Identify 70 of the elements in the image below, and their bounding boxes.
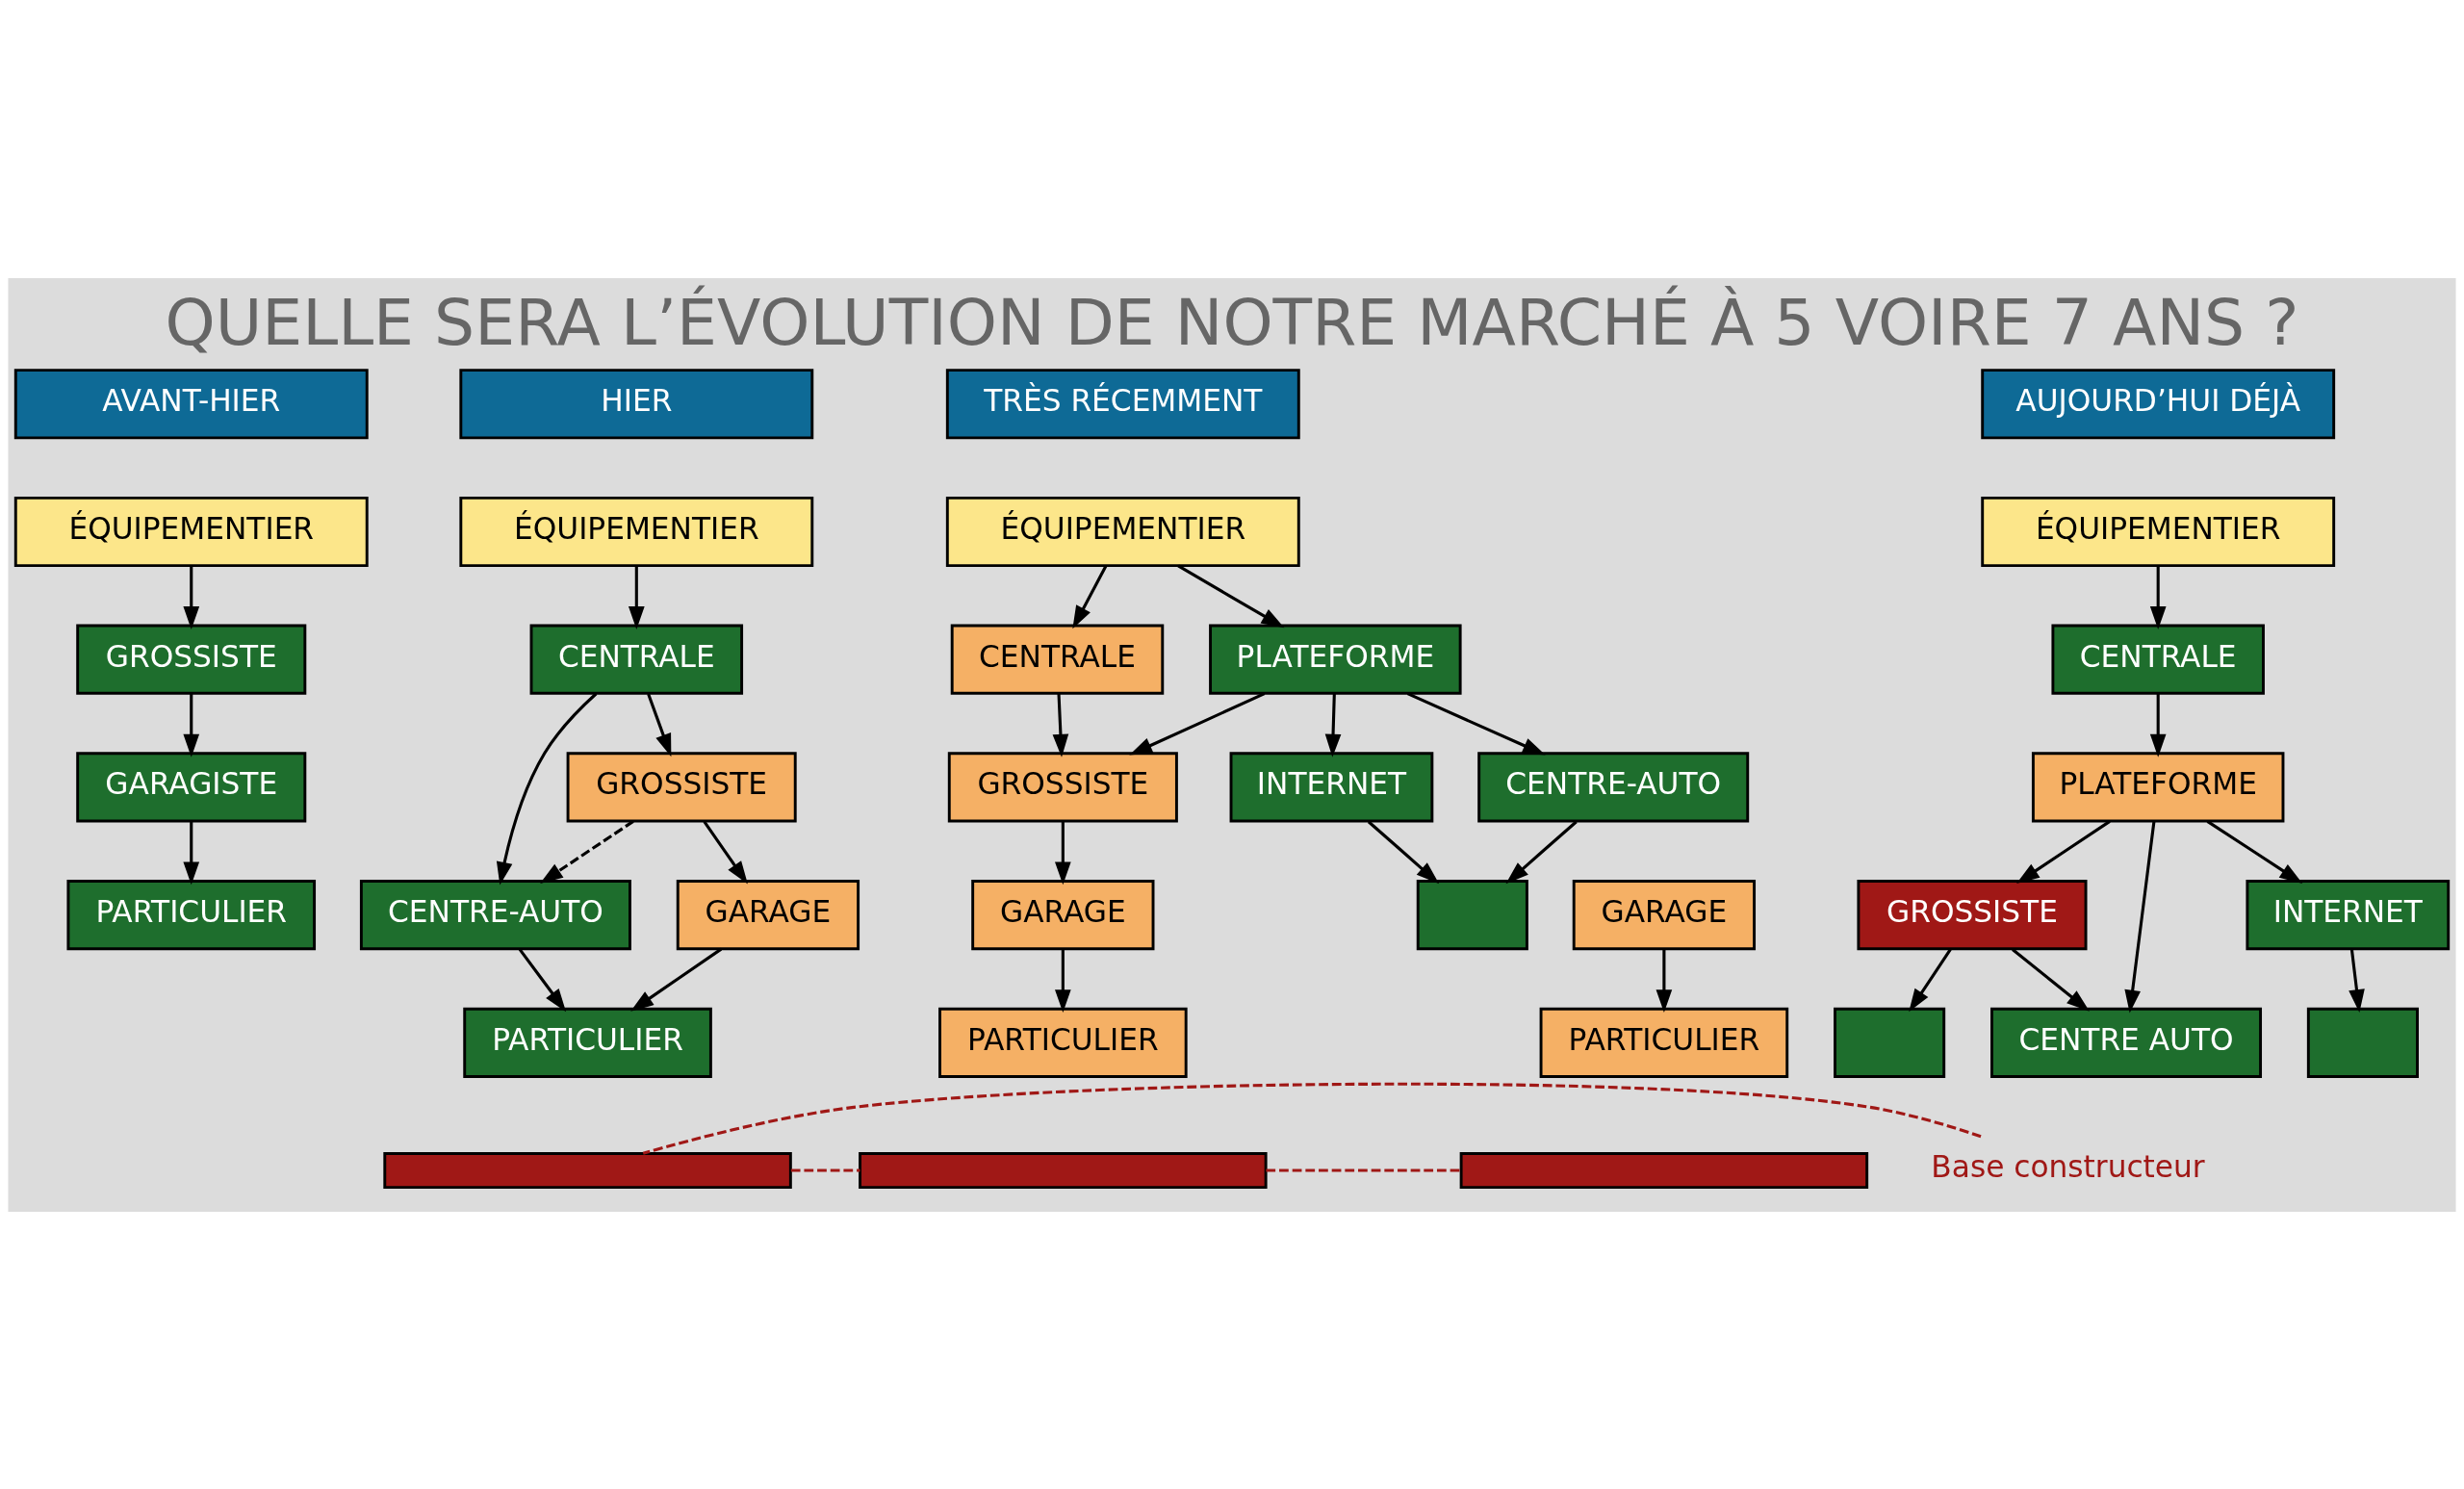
node-box: GROSSISTE	[76, 624, 307, 695]
node-box: CENTRE AUTO	[1990, 1007, 2263, 1078]
connector	[1266, 1168, 1462, 1172]
node-box: PLATEFORME	[1209, 624, 1462, 695]
node-box: CENTRALE	[2051, 624, 2265, 695]
node-box: GROSSISTE	[947, 751, 1178, 822]
node-box: CENTRALE	[950, 624, 1165, 695]
node-box: INTERNET	[1229, 751, 1434, 822]
arrow	[183, 693, 200, 757]
arrow	[703, 820, 748, 884]
node-box: CENTRE-AUTO	[1477, 751, 1750, 822]
node-box: GARAGE	[971, 879, 1155, 950]
arrow	[1656, 948, 1673, 1013]
arrow	[1406, 691, 1546, 756]
node-box: PARTICULIER	[463, 1007, 712, 1078]
node-box: HIER	[459, 368, 814, 439]
arrow	[1324, 693, 1342, 757]
node-box: AVANT-HIER	[13, 368, 369, 439]
node-box: AUJOURD’HUI DÉJÀ	[1981, 368, 2336, 439]
node-box: ÉQUIPEMENTIER	[459, 496, 814, 567]
arrow	[647, 692, 672, 757]
node-box: ÉQUIPEMENTIER	[945, 496, 1300, 567]
node-box	[2306, 1007, 2419, 1078]
node-box: PARTICULIER	[938, 1007, 1188, 1078]
arrow	[2012, 947, 2090, 1012]
node-box: GROSSISTE	[566, 751, 797, 822]
node-box: PARTICULIER	[1539, 1007, 1789, 1078]
arrow	[1129, 691, 1266, 756]
arrow	[183, 565, 200, 629]
node-box: INTERNET	[2246, 879, 2451, 950]
arrow	[518, 948, 567, 1012]
node-box: CENTRE-AUTO	[359, 879, 631, 950]
arrow	[496, 692, 598, 886]
node-text: Base constructeur	[1931, 1148, 2205, 1184]
arrow	[1909, 948, 1952, 1012]
node-box: GARAGE	[1572, 879, 1757, 950]
arrow	[2149, 565, 2167, 629]
node-box: GARAGE	[676, 879, 860, 950]
arrow	[2348, 948, 2365, 1013]
arrow	[2149, 693, 2167, 757]
arrow	[628, 565, 645, 629]
arrow	[183, 821, 200, 885]
node-box: PARTICULIER	[66, 879, 317, 950]
node-bar	[1459, 1151, 1869, 1189]
arrow	[1055, 948, 1071, 1013]
arrow	[1177, 564, 1285, 628]
arrow	[540, 819, 634, 884]
node-bar	[383, 1151, 792, 1189]
node-box: PLATEFORME	[2031, 751, 2285, 822]
node-box: GROSSISTE	[1857, 879, 2088, 950]
node-box: ÉQUIPEMENTIER	[13, 496, 369, 567]
node-box	[1416, 879, 1528, 950]
arrow	[1055, 821, 1071, 885]
node-box: GARAGISTE	[76, 751, 307, 822]
arrow	[1072, 565, 1108, 629]
arrow	[630, 947, 723, 1012]
arrow	[1367, 820, 1440, 884]
connector	[790, 1168, 860, 1172]
arrow	[1505, 820, 1578, 884]
node-box: TRÈS RÉCEMMENT	[945, 368, 1300, 439]
node-box: ÉQUIPEMENTIER	[1981, 496, 2336, 567]
diagram-title: QUELLE SERA L’ÉVOLUTION DE NOTRE MARCHÉ À 5 VOIRE 7 ANS ?	[165, 284, 2299, 360]
arrow	[2206, 819, 2303, 884]
arrow	[2124, 820, 2156, 1014]
node-box	[1834, 1007, 1946, 1078]
connector	[642, 1082, 1982, 1155]
arrow	[1052, 693, 1069, 757]
arrow	[2016, 819, 2111, 884]
node-bar	[859, 1151, 1268, 1189]
node-box: CENTRALE	[529, 624, 744, 695]
